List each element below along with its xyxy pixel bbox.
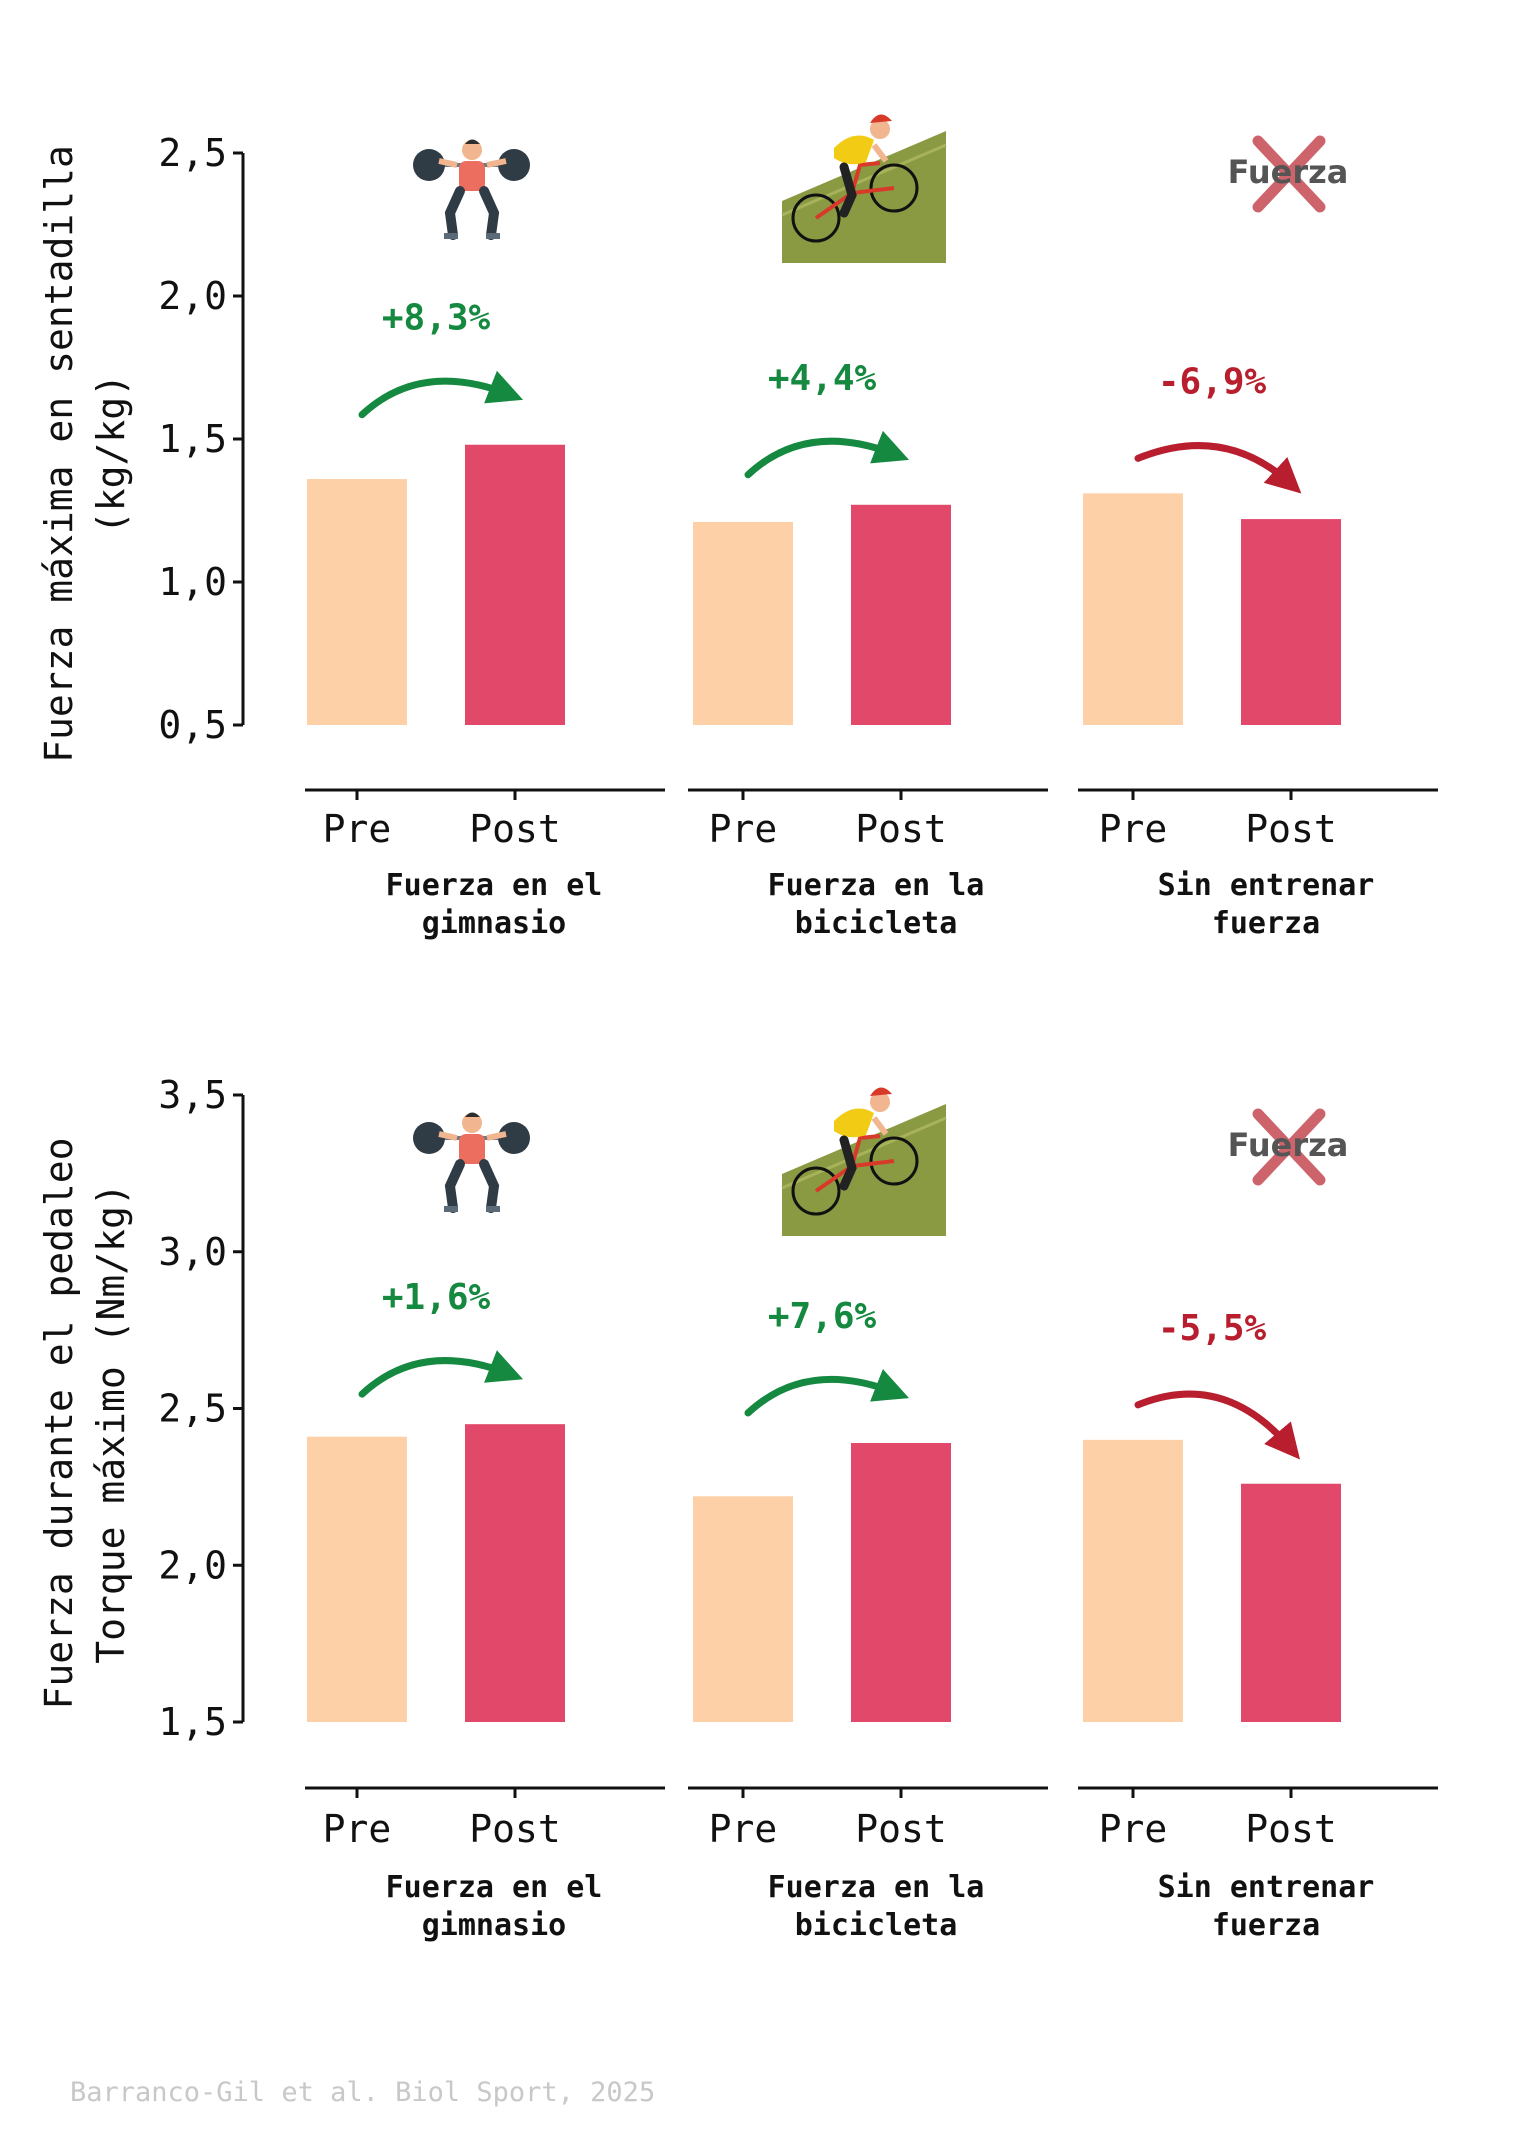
y-tick-label: 2,5 [158, 131, 227, 175]
x-tick-label-pre: Pre [1099, 807, 1168, 851]
y-axis-title-line: (kg/kg) [89, 374, 133, 534]
y-axis-title: Fuerza máxima en sentadilla(kg/kg) [37, 145, 133, 763]
bar-pre [1083, 493, 1183, 725]
group-label-line: Fuerza en la [768, 868, 985, 903]
no-training-label: Fuerza [1228, 153, 1349, 191]
x-tick-label-pre: Pre [1099, 1807, 1168, 1851]
percent-change-label: -5,5% [1158, 1308, 1267, 1349]
y-tick-label: 3,0 [158, 1230, 227, 1274]
y-tick-label: 1,0 [158, 560, 227, 604]
y-tick-label: 3,5 [158, 1073, 227, 1117]
bar-pre [693, 1496, 793, 1722]
weightlifter-icon [413, 1112, 530, 1213]
bar-post [851, 504, 951, 725]
decrease-arrow [1134, 442, 1302, 494]
y-axis-title-line: Torque máximo (Nm/kg) [89, 1183, 133, 1663]
x-tick-label-pre: Pre [709, 1807, 778, 1851]
x-tick-label-post: Post [469, 1807, 561, 1851]
increase-arrow [744, 430, 910, 479]
decrease-arrow [1134, 1390, 1301, 1460]
bar-pre [693, 521, 793, 725]
bar-post [1241, 519, 1341, 725]
cyclist-icon [781, 1087, 947, 1236]
citation: Barranco-Gil et al. Biol Sport, 2025 [70, 2077, 655, 2108]
group-label-line: Fuerza en la [768, 1870, 985, 1905]
x-tick-label-post: Post [1245, 1807, 1337, 1851]
group-label-line: fuerza [1212, 906, 1320, 941]
cyclist-icon [781, 114, 947, 263]
y-tick-label: 1,5 [158, 1700, 227, 1744]
x-tick-label-post: Post [855, 807, 947, 851]
x-tick-label-post: Post [469, 807, 561, 851]
y-tick-label: 1,5 [158, 417, 227, 461]
bar-pre [307, 479, 407, 725]
bar-pre [1083, 1439, 1183, 1722]
percent-change-label: +8,3% [382, 298, 491, 339]
weightlifter-icon [413, 139, 530, 240]
chart-panel-1: 0,5 1,0 1,5 2,0 2,5 Fuerza máxima en sentadil… [37, 114, 1438, 941]
y-tick-label: 2,0 [158, 1543, 227, 1587]
y-tick-label: 0,5 [158, 703, 227, 747]
increase-arrow [358, 1350, 524, 1398]
bar-post [465, 444, 565, 725]
crossed-out-icon: Fuerza [1228, 135, 1349, 213]
bar-post [851, 1442, 951, 1722]
y-axis-title-line: Fuerza durante el pedaleo [37, 1138, 81, 1710]
x-tick-label-pre: Pre [709, 807, 778, 851]
crossed-out-icon: Fuerza [1228, 1108, 1349, 1186]
group-label-line: fuerza [1212, 1908, 1320, 1943]
group-label-line: bicicleta [795, 906, 958, 941]
no-training-label: Fuerza [1228, 1126, 1349, 1164]
percent-change-label: +4,4% [768, 358, 877, 399]
increase-arrow [744, 1369, 910, 1417]
group-label-line: Sin entrenar [1158, 868, 1375, 903]
percent-change-label: +7,6% [768, 1296, 877, 1337]
y-axis-title-line: Fuerza máxima en sentadilla [37, 145, 81, 763]
group-label-line: Fuerza en el [386, 868, 603, 903]
x-tick-label-post: Post [855, 1807, 947, 1851]
y-tick-label: 2,5 [158, 1387, 227, 1431]
group-label-line: Sin entrenar [1158, 1870, 1375, 1905]
bar-post [465, 1424, 565, 1722]
bar-post [1241, 1483, 1341, 1722]
percent-change-label: +1,6% [382, 1277, 491, 1318]
increase-arrow [358, 370, 524, 419]
group-label-line: gimnasio [422, 906, 567, 941]
x-tick-label-post: Post [1245, 807, 1337, 851]
percent-change-label: -6,9% [1158, 361, 1267, 402]
x-tick-label-pre: Pre [323, 1807, 392, 1851]
y-tick-label: 2,0 [158, 274, 227, 318]
x-tick-label-pre: Pre [323, 807, 392, 851]
group-label-line: bicicleta [795, 1908, 958, 1943]
group-label-line: gimnasio [422, 1908, 567, 1943]
group-label-line: Fuerza en el [386, 1870, 603, 1905]
bar-pre [307, 1436, 407, 1722]
